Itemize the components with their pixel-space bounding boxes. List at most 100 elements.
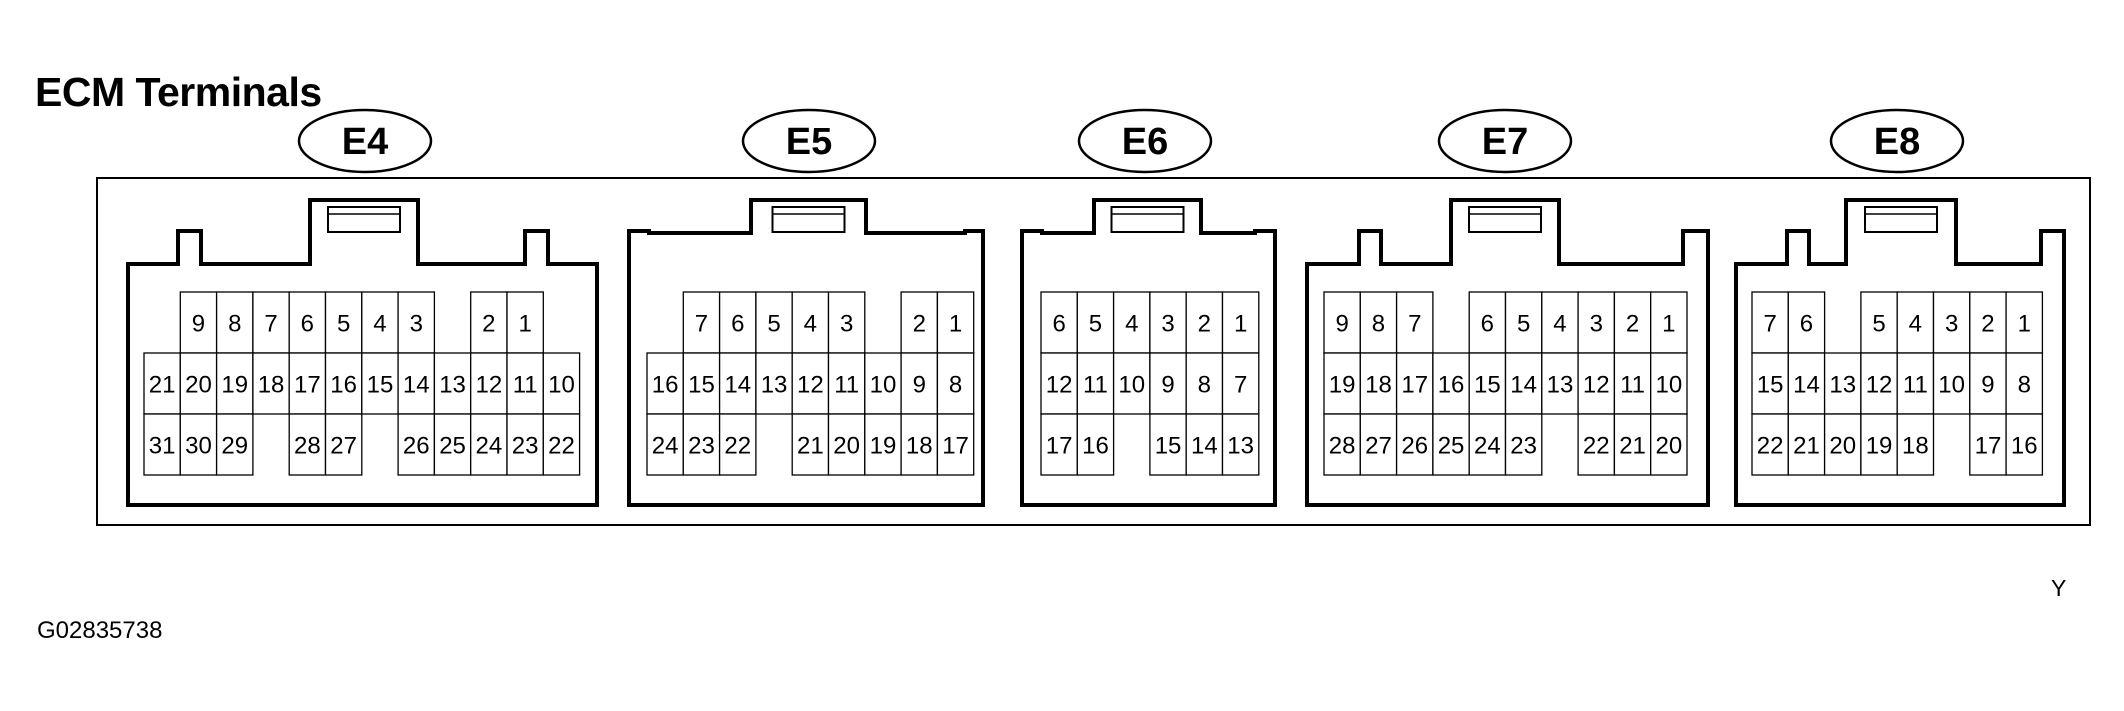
pin-cell (1185, 413, 1224, 476)
pin-number: 9 (913, 372, 926, 399)
pin-cell (1650, 352, 1688, 415)
pin-number: 17 (1046, 433, 1073, 460)
pin-cell (1969, 352, 2007, 415)
pin-number: 3 (1161, 311, 1174, 338)
pin-number: 14 (724, 372, 751, 399)
connector-label-badge (1829, 108, 1965, 174)
pin-number: 3 (840, 311, 853, 338)
pin-cell (397, 352, 436, 415)
pin-number: 11 (1903, 372, 1928, 399)
pin-cell (1787, 352, 1826, 415)
pin-cell (1221, 413, 1260, 476)
pin-number: 7 (1408, 311, 1421, 338)
pin-number: 24 (475, 433, 502, 460)
pin-number: 10 (1938, 372, 1965, 399)
pin-number: 14 (403, 372, 430, 399)
pin-cell (324, 413, 363, 476)
connector-housing (627, 198, 985, 507)
latch-window (327, 206, 401, 233)
pin-number: 5 (1089, 311, 1102, 338)
pin-number: 28 (294, 433, 321, 460)
pin-number: 23 (512, 433, 539, 460)
pin-number: 15 (1155, 433, 1182, 460)
pin-number: 2 (913, 311, 926, 338)
pin-number: 4 (1909, 311, 1922, 338)
pin-number: 20 (833, 433, 860, 460)
pin-number: 23 (1510, 433, 1537, 460)
pin-number: 20 (1655, 433, 1682, 460)
pin-number: 6 (1800, 311, 1813, 338)
pin-cell (1787, 291, 1826, 354)
pin-number: 13 (1829, 372, 1856, 399)
pin-cell (433, 413, 472, 476)
pin-cell (1823, 413, 1862, 476)
pin-cell (1504, 413, 1543, 476)
pin-cell (433, 352, 472, 415)
pin-cell (791, 352, 830, 415)
connector-label-badge (1437, 108, 1573, 174)
connector-label-badge (297, 108, 433, 174)
pin-number: 7 (264, 311, 277, 338)
latch-window (1468, 206, 1542, 233)
pin-cell (1751, 413, 1789, 476)
pin-number: 19 (1329, 372, 1356, 399)
pin-number: 3 (410, 311, 423, 338)
pin-cell (2005, 413, 2044, 476)
pin-cell (1613, 291, 1652, 354)
pin-number: 13 (761, 372, 788, 399)
connector-label: E6 (1122, 121, 1168, 163)
pin-number: 18 (1365, 372, 1392, 399)
pin-number: 11 (1083, 372, 1108, 399)
pin-cell (718, 413, 757, 476)
pin-number: 6 (1481, 311, 1494, 338)
pin-number: 5 (337, 311, 350, 338)
pin-cell (1932, 352, 1971, 415)
pin-number: 25 (1438, 433, 1465, 460)
pin-number: 8 (1198, 372, 1211, 399)
pin-number: 6 (301, 311, 314, 338)
pin-number: 17 (942, 433, 969, 460)
pin-cell (1504, 291, 1543, 354)
pin-number: 26 (403, 433, 430, 460)
pin-cell (1650, 291, 1688, 354)
connector-label: E4 (342, 121, 388, 163)
pin-cell (1395, 352, 1434, 415)
pin-number: 12 (1583, 372, 1610, 399)
pin-number: 10 (1655, 372, 1682, 399)
pin-number: 6 (731, 311, 744, 338)
pin-number: 4 (1125, 311, 1138, 338)
pin-cell (1577, 352, 1616, 415)
pin-number: 5 (767, 311, 780, 338)
pin-cell (1823, 352, 1862, 415)
pin-cell (288, 291, 327, 354)
pin-cell (506, 352, 544, 415)
pin-number: 15 (1474, 372, 1501, 399)
pin-cell (1221, 291, 1260, 354)
pin-number: 9 (192, 311, 205, 338)
pin-cell (397, 413, 436, 476)
pin-number: 9 (1335, 311, 1348, 338)
pin-cell (900, 291, 939, 354)
pin-cell (827, 413, 866, 476)
pin-number: 12 (1046, 372, 1073, 399)
pin-number: 12 (797, 372, 824, 399)
pin-number: 10 (548, 372, 575, 399)
pin-cell (1751, 291, 1789, 354)
ecm-panel-outline (96, 177, 2091, 526)
pin-number: 18 (906, 433, 933, 460)
pin-cell (791, 413, 830, 476)
figure-id: G02835738 (37, 617, 163, 644)
pin-number: 12 (1866, 372, 1893, 399)
pin-number: 4 (804, 311, 817, 338)
pin-number: 22 (548, 433, 575, 460)
pin-cell (936, 413, 975, 476)
pin-number: 14 (1510, 372, 1537, 399)
connector-housing (126, 198, 599, 507)
pin-number: 16 (1438, 372, 1465, 399)
pin-cell (143, 413, 181, 476)
pin-number: 14 (1793, 372, 1820, 399)
